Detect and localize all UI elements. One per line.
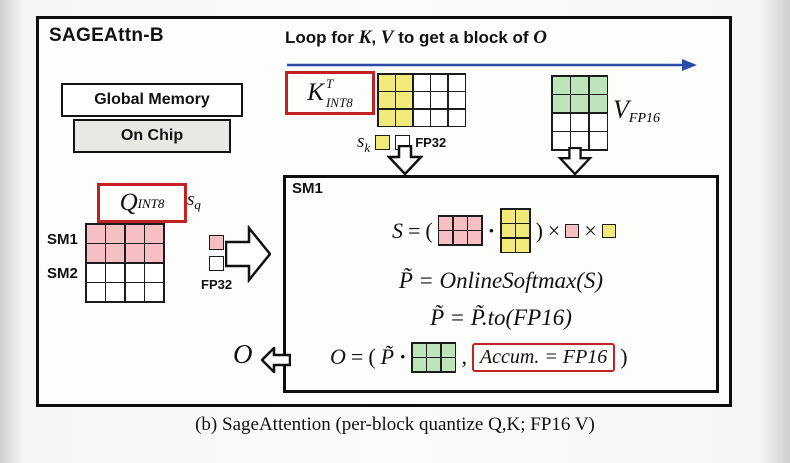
eq4-dot: · [399, 344, 407, 370]
sq-symbol: s [187, 189, 195, 210]
loop-caption: Loop for K, V to get a block of O [285, 27, 547, 49]
q-block-matrix-icon [437, 215, 483, 246]
global-memory-box: Global Memory [61, 83, 243, 117]
to-sm1-arrow-icon [225, 225, 271, 283]
loop-var-v: V [380, 27, 394, 48]
sq-scale-icon [565, 223, 580, 238]
on-chip-label: On Chip [120, 127, 184, 144]
figure-caption: (b) SageAttention (per-block quantize Q,… [195, 414, 595, 435]
diagram-panel: SAGEAttn-B Loop for K, V to get a block … [36, 16, 732, 407]
loop-comma: , [371, 28, 381, 47]
v-matrix [551, 75, 608, 151]
loop-arrow-icon [287, 59, 697, 71]
equation-s: S = ( · ) × × [392, 208, 616, 253]
eq1-times-2: × [584, 217, 597, 243]
eq1-equals: = [408, 217, 421, 243]
eq1-open-paren: ( [425, 217, 433, 243]
v-symbol: V [613, 95, 629, 124]
diagram-title: SAGEAttn-B [49, 25, 164, 46]
sk-scale-icon [601, 223, 616, 238]
eq1-lhs: S [392, 217, 403, 243]
eq1-times-1: × [547, 217, 561, 243]
loop-text-prefix: Loop for [285, 28, 359, 47]
loop-var-k: K [358, 27, 372, 48]
k-fp32-label: FP32 [415, 134, 447, 150]
v-subscript: FP16 [628, 111, 660, 127]
equation-p-cast-fp16: P̃ = P̃.to(FP16) [430, 305, 572, 330]
eq1-dot: · [487, 217, 496, 243]
equation-online-softmax: P̃ = OnlineSoftmax(S) [398, 268, 604, 293]
k-scale-row: sk FP32 [357, 131, 446, 154]
sk-label: sk [357, 131, 370, 154]
k-superscript: T [325, 76, 334, 91]
k-matrix [377, 73, 466, 127]
sm1-row-label: SM1 [47, 231, 78, 248]
k-subscript: INT8 [325, 95, 353, 110]
sq-label: sq [187, 189, 201, 211]
eq4-p-tilde: P̃ [380, 344, 395, 370]
k-supsub: T INT8 [326, 77, 353, 109]
eq4-close-paren: ) [620, 344, 628, 370]
sk-scale-swatch [375, 134, 391, 150]
output-o-label: O [233, 339, 253, 369]
q-fp32-label: FP32 [201, 277, 233, 292]
sk-subscript: k [364, 139, 371, 155]
eq4-open-paren: ( [368, 344, 376, 370]
eq4-comma: , [461, 344, 467, 370]
q-fp32-swatch [209, 256, 225, 271]
eq4-equals: = [350, 344, 364, 370]
output-arrow-icon [261, 347, 291, 373]
sk-symbol: s [357, 131, 365, 152]
equation-o: O = ( P̃ · , Accum. = FP16 ) [330, 342, 628, 373]
sq-scale-swatch [209, 235, 225, 250]
v-label: VFP16 [613, 95, 660, 126]
q-matrix [85, 223, 165, 303]
eq4-lhs: O [330, 344, 346, 370]
k-down-arrow-icon [387, 145, 423, 175]
sm1-box-label: SM1 [292, 180, 323, 197]
v-down-arrow-icon [557, 147, 593, 175]
q-subscript: INT8 [137, 195, 165, 211]
q-symbol: Q [119, 189, 138, 216]
loop-var-o: O [533, 27, 548, 48]
loop-text-middle: to get a block of [393, 28, 534, 47]
k-int8-highlight-box: K T INT8 [285, 71, 375, 115]
eq1-close-paren: ) [535, 217, 543, 243]
global-memory-label: Global Memory [94, 91, 210, 108]
sm2-row-label: SM2 [47, 265, 78, 282]
k-symbol: K [307, 79, 324, 106]
q-scale-column: FP32 [201, 235, 232, 292]
v-block-matrix-icon [411, 342, 457, 373]
sq-subscript: q [194, 197, 201, 213]
sm1-compute-box: SM1 S = ( · ) × × P̃ = OnlineSoftmax(S) … [283, 175, 719, 393]
on-chip-box: On Chip [73, 119, 231, 153]
k-block-matrix-icon [500, 208, 531, 253]
accum-fp16-highlight-box: Accum. = FP16 [471, 342, 616, 372]
